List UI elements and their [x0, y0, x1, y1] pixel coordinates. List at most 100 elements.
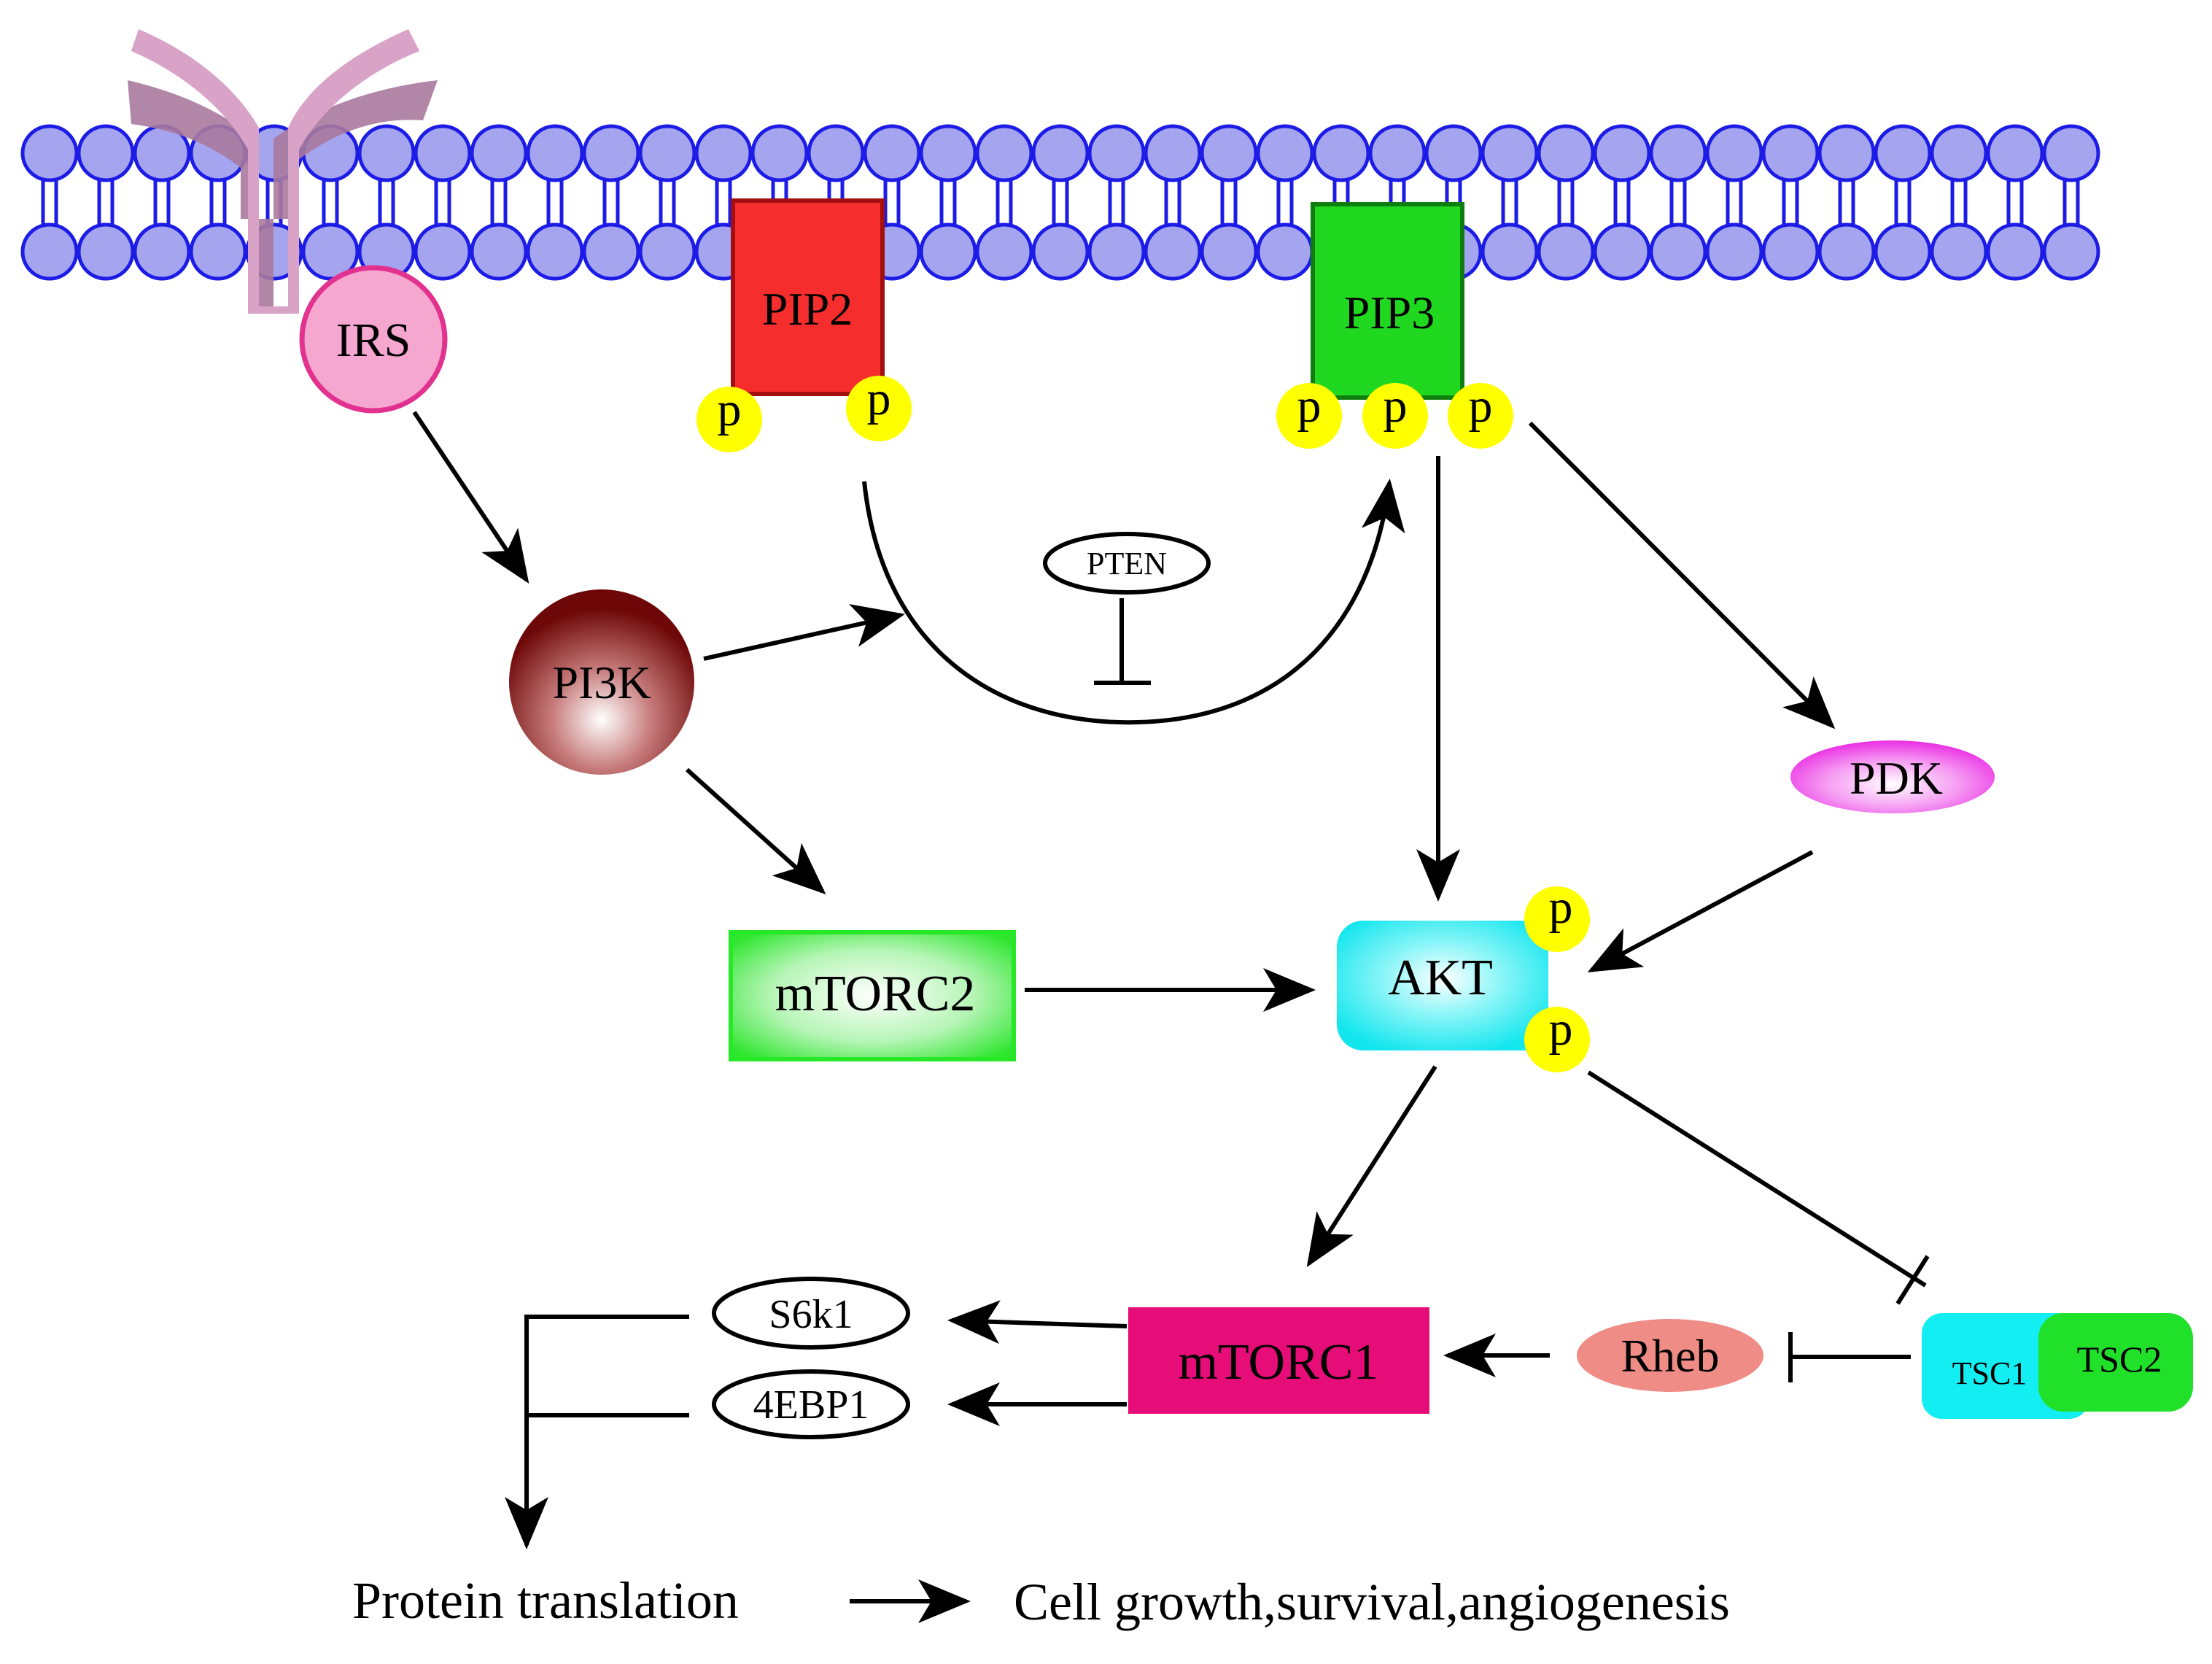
lipid-tails [1220, 180, 1238, 225]
lipid-head [582, 222, 640, 281]
lipid-head [357, 124, 416, 182]
lipid-tails [1557, 180, 1575, 225]
lipid-head [1031, 124, 1090, 182]
akt-phosphate-2: p [1524, 1002, 1590, 1072]
lipid-head [470, 222, 528, 281]
lipid-head [1761, 222, 1820, 281]
edge-pi3k-conversion [703, 604, 905, 661]
lipid-head [1256, 222, 1314, 281]
lipid-head [694, 124, 753, 182]
pip2-phosphate-1: p [696, 383, 762, 452]
edge-pip2-pip3-conversion [862, 479, 1405, 725]
lipid-head [1087, 222, 1146, 281]
lipid-head [1705, 124, 1763, 182]
lipid-tails [2062, 180, 2080, 225]
4ebp1-node: 4EBP1 [712, 1369, 910, 1439]
lipid-head [526, 222, 584, 281]
lipid-tails [1501, 180, 1518, 225]
lipid-tails [546, 180, 564, 225]
lipid-head [863, 124, 921, 182]
pip3-phosphate-2: p [1362, 379, 1428, 449]
lipid-tails [1276, 180, 1294, 225]
edge-irs-pi3k [412, 411, 529, 584]
edge-akt-mtorc1 [1306, 1065, 1437, 1268]
lipid-head [638, 124, 696, 182]
mtorc2-node: mTORC2 [729, 930, 1016, 1061]
lipid-tails [1950, 180, 1968, 225]
lipid-head [1593, 124, 1651, 182]
irs-label: IRS [336, 314, 411, 367]
lipid-tails [209, 180, 227, 225]
lipid-head [414, 222, 472, 281]
lipid-head [1424, 124, 1483, 182]
edge-pi3k-mtorc2 [685, 767, 826, 895]
rheb-node: Rheb [1577, 1319, 1763, 1392]
irs-node: IRS [299, 265, 448, 414]
pdk-node: PDK [1790, 740, 1995, 813]
akt-label: AKT [1388, 950, 1493, 1006]
lipid-tails [490, 180, 508, 225]
mtorc1-node: mTORC1 [1128, 1307, 1429, 1414]
edges [412, 411, 1930, 1623]
lipid-tails [1108, 180, 1125, 225]
s6k1-label: S6k1 [769, 1292, 853, 1337]
lipid-tails [996, 180, 1013, 225]
pip3-phosphate-3: p [1448, 379, 1513, 449]
pten-node: PTEN [1043, 532, 1211, 595]
lipid-head [975, 124, 1033, 182]
svg-text:p: p [1297, 379, 1322, 433]
pip2-label: PIP2 [762, 283, 853, 335]
4ebp1-label: 4EBP1 [753, 1382, 869, 1428]
lipid-head [1817, 222, 1876, 281]
lipid-head [1481, 124, 1539, 182]
lipid-tails [1613, 180, 1631, 225]
lipid-tails [939, 180, 957, 225]
tsc1-label: TSC1 [1952, 1355, 2027, 1391]
mtorc1-label: mTORC1 [1179, 1334, 1379, 1390]
lipid-head [1144, 222, 1202, 281]
lipid-head [919, 124, 977, 182]
edge-mtorc1-s6k1 [947, 1300, 1128, 1344]
lipid-tails [1726, 180, 1743, 225]
lipid-head [189, 222, 247, 281]
pip3-label: PIP3 [1344, 287, 1435, 338]
svg-text:p: p [1469, 379, 1493, 433]
lipid-head [77, 222, 135, 281]
lipid-head [807, 124, 865, 182]
lipid-tails [1894, 180, 1912, 225]
lipid-head [919, 222, 977, 281]
lipid-tails [322, 180, 339, 225]
lipid-head [975, 222, 1033, 281]
pip2-node: PIP2 p p [696, 198, 912, 452]
lipid-head [1087, 124, 1146, 182]
lipid-head [2042, 124, 2100, 182]
lipid-tails [1838, 180, 1855, 225]
pi3k-label: PI3K [552, 657, 651, 708]
lipid-head [1200, 222, 1258, 281]
s6k1-node: S6k1 [712, 1277, 910, 1350]
lipid-tails [97, 180, 115, 225]
lipid-head [301, 222, 360, 281]
lipid-head [20, 222, 79, 281]
lipid-head [470, 124, 528, 182]
lipid-head [1256, 124, 1314, 182]
lipid-head [77, 124, 135, 182]
lipid-head [1986, 124, 2044, 182]
pten-label: PTEN [1087, 546, 1167, 581]
pdk-label: PDK [1850, 752, 1943, 804]
lipid-head [638, 222, 696, 281]
protein-translation-label: Protein translation [352, 1571, 739, 1630]
lipid-tails [1052, 180, 1069, 225]
receptor [128, 29, 438, 314]
pi3k-node: PI3K [509, 589, 694, 775]
lipid-tails [715, 180, 732, 225]
cell-membrane [20, 124, 2100, 281]
lipid-head [1593, 222, 1651, 281]
edge-akt-tsc-inhibit-bar [1895, 1255, 1930, 1305]
lipid-head [526, 124, 584, 182]
lipid-tails [1164, 180, 1181, 225]
lipid-head [1200, 124, 1258, 182]
edge-pdk-akt [1587, 850, 1814, 972]
lipid-head [1705, 222, 1763, 281]
